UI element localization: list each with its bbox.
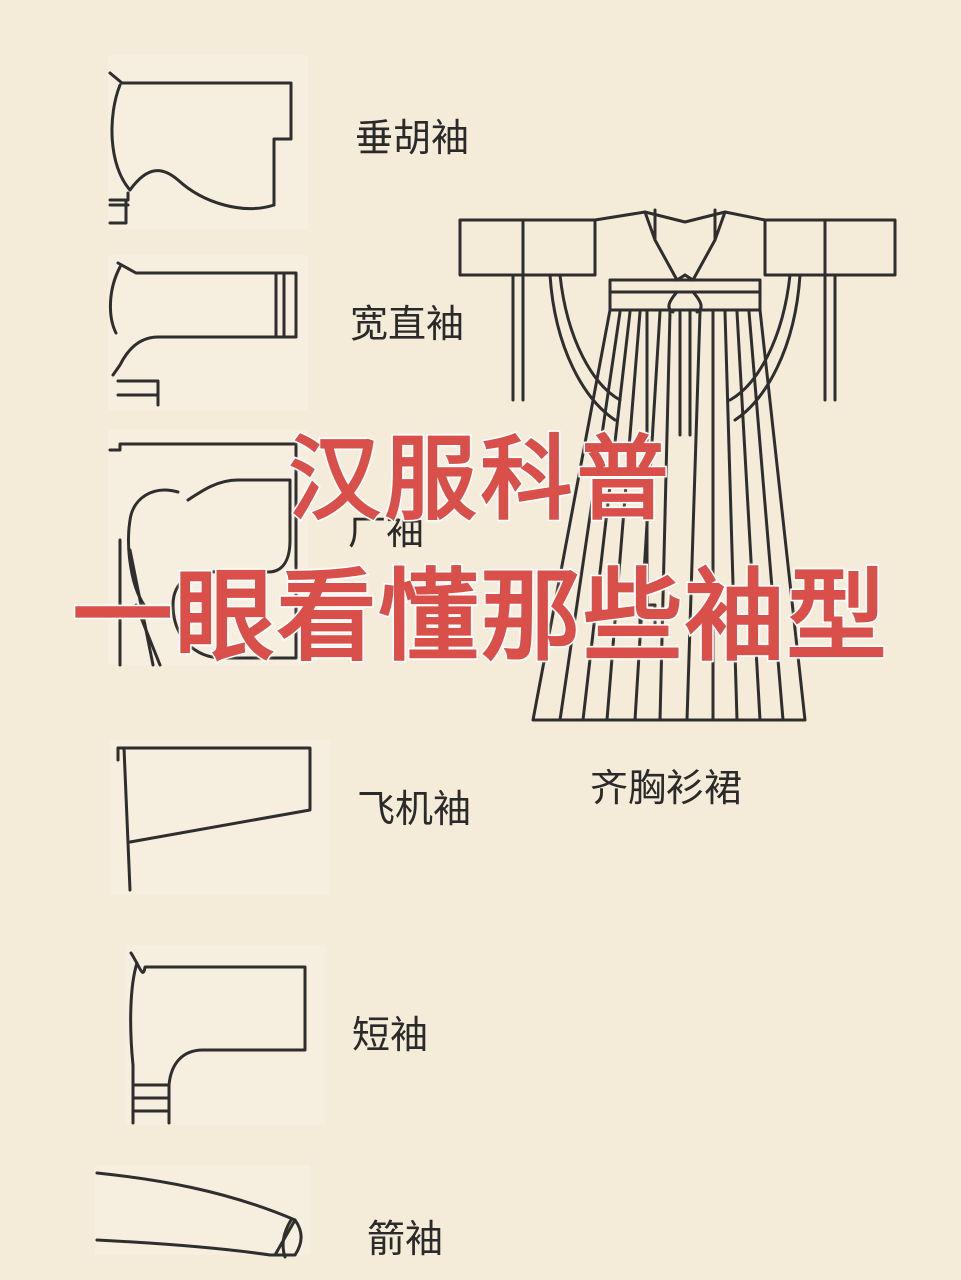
sleeve-label-chuhu: 垂胡袖 [355,116,470,160]
panel-6 [95,1165,310,1255]
panel-5 [125,945,325,1125]
broad-sleeve-icon [108,442,298,667]
panel-3 [108,430,308,665]
wide-straight-sleeve-icon [108,261,298,407]
sleeve-label-kuanzhi: 宽直袖 [350,302,465,346]
title-line-2: 一眼看懂那些袖型 [71,557,889,677]
qixiong-ruqun-icon [458,208,897,722]
sleeve-label-duan: 短袖 [352,1013,429,1057]
arrow-sleeve-icon [95,1171,303,1259]
garment-label: 齐胸衫裙 [590,766,743,810]
title-line-1: 汉服科普 [287,425,673,535]
sleeve-label-feiji: 飞机袖 [357,787,472,831]
sleeve-label-jian: 箭袖 [367,1217,444,1261]
short-sleeve-icon [129,951,307,1125]
airplane-sleeve-icon [116,746,312,892]
panel-4 [110,740,330,895]
sleeve-label-guang: 广袖 [348,509,425,553]
drooping-sleeve-icon [108,71,293,225]
